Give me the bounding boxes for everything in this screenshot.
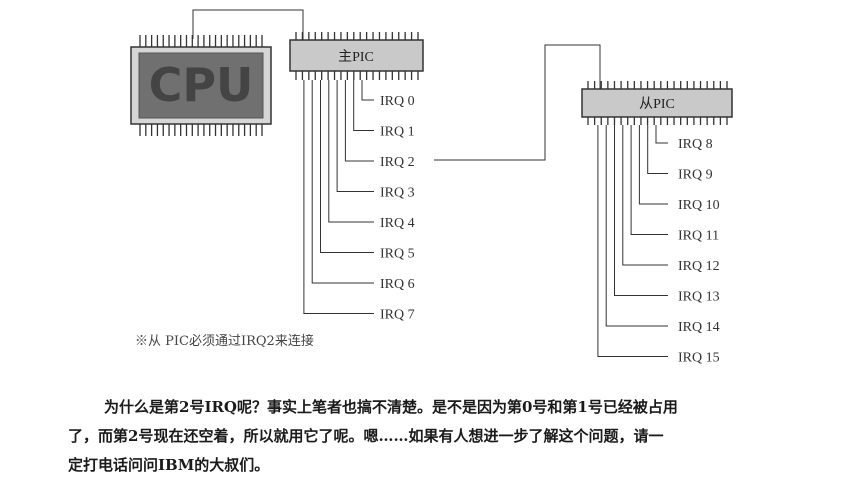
slave-irq-label-6: IRQ 14 — [678, 320, 720, 335]
cpu-die — [138, 52, 264, 119]
slave-irq-label-1: IRQ 9 — [678, 168, 713, 183]
slave-irq-label-4: IRQ 12 — [678, 259, 720, 274]
master-irq-label-4: IRQ 4 — [380, 216, 415, 231]
master-pic-body — [289, 39, 424, 72]
slave-irq-wire-2 — [638, 125, 668, 205]
master-irq-wire-3 — [336, 80, 374, 192]
slave-irq-label-2: IRQ 10 — [678, 198, 720, 213]
master-irq-label-5: IRQ 5 — [380, 247, 415, 262]
slave-pic-pins-top — [587, 81, 728, 89]
explanation-paragraph: 为什么是第2号IRQ呢？事实上笔者也搞不清楚。是不是因为第0号和第1号已经被占用… — [68, 393, 828, 480]
master-irq-wire-1 — [353, 80, 374, 131]
master-pic-pins-top — [295, 32, 419, 40]
slave-irq-label-0: IRQ 8 — [678, 137, 713, 152]
master-irq-wire-7 — [303, 80, 374, 314]
paragraph-line-2: 了，而第2号现在还空着，所以就用它了呢。嗯……如果有人想进一步了解这个问题，请一 — [68, 427, 664, 445]
slave-pic-pins-bottom — [587, 117, 728, 125]
master-irq-label-1: IRQ 1 — [380, 125, 415, 140]
master-pic-label: 主PIC — [338, 49, 374, 65]
master-irq-label-0: IRQ 0 — [380, 94, 415, 109]
slave-pic-body — [581, 88, 733, 118]
slave-irq-wire-7 — [597, 125, 668, 357]
cpu-pins-bottom — [139, 124, 263, 136]
slave-irq-label-7: IRQ 15 — [678, 351, 720, 366]
master-irq-wire-0 — [361, 80, 374, 101]
slave-irq-wire-4 — [622, 125, 668, 266]
master-irq-wire-5 — [320, 80, 374, 253]
master-irq-wires — [303, 80, 374, 314]
slave-irq-wire-6 — [605, 125, 668, 327]
slave-pic-chip: 从PIC — [581, 81, 733, 125]
irq2-slave-cascade-link — [434, 44, 601, 161]
master-irq-wire-4 — [328, 80, 374, 223]
cpu-master-link — [192, 9, 304, 40]
slave-irq-wire-5 — [614, 125, 668, 296]
cpu-pins-top — [139, 35, 263, 47]
slave-pic-label: 从PIC — [639, 97, 675, 112]
master-irq-label-3: IRQ 3 — [380, 186, 415, 201]
slave-irq-wire-1 — [647, 125, 668, 174]
slave-irq-label-3: IRQ 11 — [678, 229, 719, 244]
paragraph-line-1: 为什么是第2号IRQ呢？事实上笔者也搞不清楚。是不是因为第0号和第1号已经被占用 — [104, 398, 678, 416]
master-irq-label-6: IRQ 6 — [380, 277, 415, 292]
slave-irq-wires — [597, 125, 668, 357]
master-pic-pins-bottom — [295, 71, 419, 80]
slave-irq-labels: IRQ 8 IRQ 9 IRQ 10 IRQ 11 IRQ 12 IRQ 13 IRQ 14… — [678, 137, 720, 366]
master-irq-wire-2 — [344, 80, 374, 162]
cpu-label: CPU — [149, 58, 254, 112]
master-irq-wire-6 — [311, 80, 374, 284]
paragraph-line-3: 定打电话问问IBM的大叔们。 — [68, 456, 270, 474]
master-irq-labels: IRQ 0 IRQ 1 IRQ 2 IRQ 3 IRQ 4 IRQ 5 IRQ 6 IRQ 7 — [380, 94, 415, 323]
cpu-chip: CPU — [130, 35, 272, 136]
master-irq-label-7: IRQ 7 — [380, 308, 415, 323]
master-irq-label-2: IRQ 2 — [380, 155, 415, 170]
cascade-note: ※从 PIC必须通过IRQ2来连接 — [135, 333, 314, 349]
slave-irq-label-5: IRQ 13 — [678, 290, 720, 305]
master-pic-chip: 主PIC — [289, 32, 424, 80]
slave-irq-wire-3 — [630, 125, 668, 235]
slave-irq-wire-0 — [655, 125, 668, 144]
